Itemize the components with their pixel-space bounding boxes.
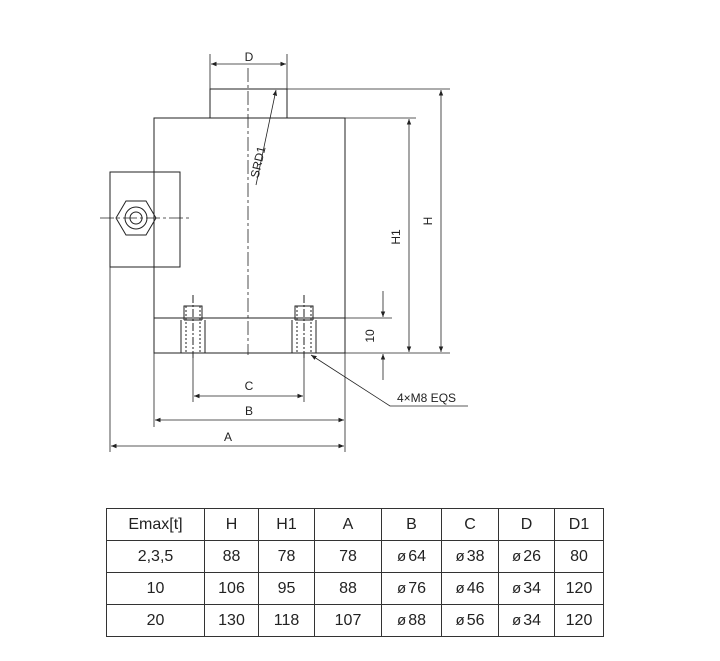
table-cell: 120 [554,604,604,637]
table-cell: 2,3,5 [106,540,205,573]
label-D: D [245,50,254,64]
table-cell: 95 [258,572,315,605]
label-thread: 4×M8 EQS [397,391,456,405]
table-header-cell: H [204,508,259,541]
diameter-icon: ø [455,547,465,565]
label-C: C [245,379,254,393]
label-B: B [245,404,253,418]
table-header-cell: Emax[t] [106,508,205,541]
diameter-icon: ø [397,547,407,565]
label-A: A [224,430,232,444]
diameter-icon: ø [397,611,407,629]
table-cell: 20 [106,604,205,637]
table-cell: 106 [204,572,259,605]
cell-value: 56 [466,611,485,629]
table-cell: 107 [314,604,382,637]
diameter-icon: ø [512,611,522,629]
label-10: 10 [363,329,377,343]
threaded-hole-left [180,295,206,358]
diameter-icon: ø [455,579,465,597]
table-header-cell: B [381,508,442,541]
connector-block [109,171,181,268]
table-header-cell: D [498,508,555,541]
leader-thread [310,354,468,407]
table-cell: 88 [204,540,259,573]
threaded-hole-right [291,295,317,358]
cell-value: 34 [523,579,541,597]
table-cell: 10 [106,572,205,605]
cell-value: 76 [408,579,426,597]
cell-value: 26 [523,547,541,565]
diameter-icon: ø [512,547,522,565]
cell-value: 34 [523,611,541,629]
table-header-cell: C [441,508,499,541]
table-cell: 80 [554,540,604,573]
table-cell: 118 [258,604,315,637]
table-cell: 130 [204,604,259,637]
diameter-icon: ø [512,579,522,597]
table-cell: 78 [258,540,315,573]
main-body [153,117,346,354]
leader-SRD1 [255,89,278,186]
diameter-icon: ø [397,579,407,597]
cell-value: 88 [408,611,426,629]
label-SRD1: SRD1 [248,145,269,180]
table-header-cell: H1 [258,508,315,541]
table-header-cell: A [314,508,382,541]
technical-drawing: D SRD1 H H1 10 C B A 4×M8 EQS [100,50,468,452]
table-cell: 120 [554,572,604,605]
table-cell: 88 [314,572,382,605]
label-H: H [421,217,435,226]
cell-value: 38 [466,547,485,565]
label-H1: H1 [389,229,403,245]
cell-value: 46 [466,579,485,597]
table-cell: 78 [314,540,382,573]
table-header-cell: D1 [554,508,604,541]
cell-value: 64 [408,547,426,565]
diameter-icon: ø [455,611,465,629]
